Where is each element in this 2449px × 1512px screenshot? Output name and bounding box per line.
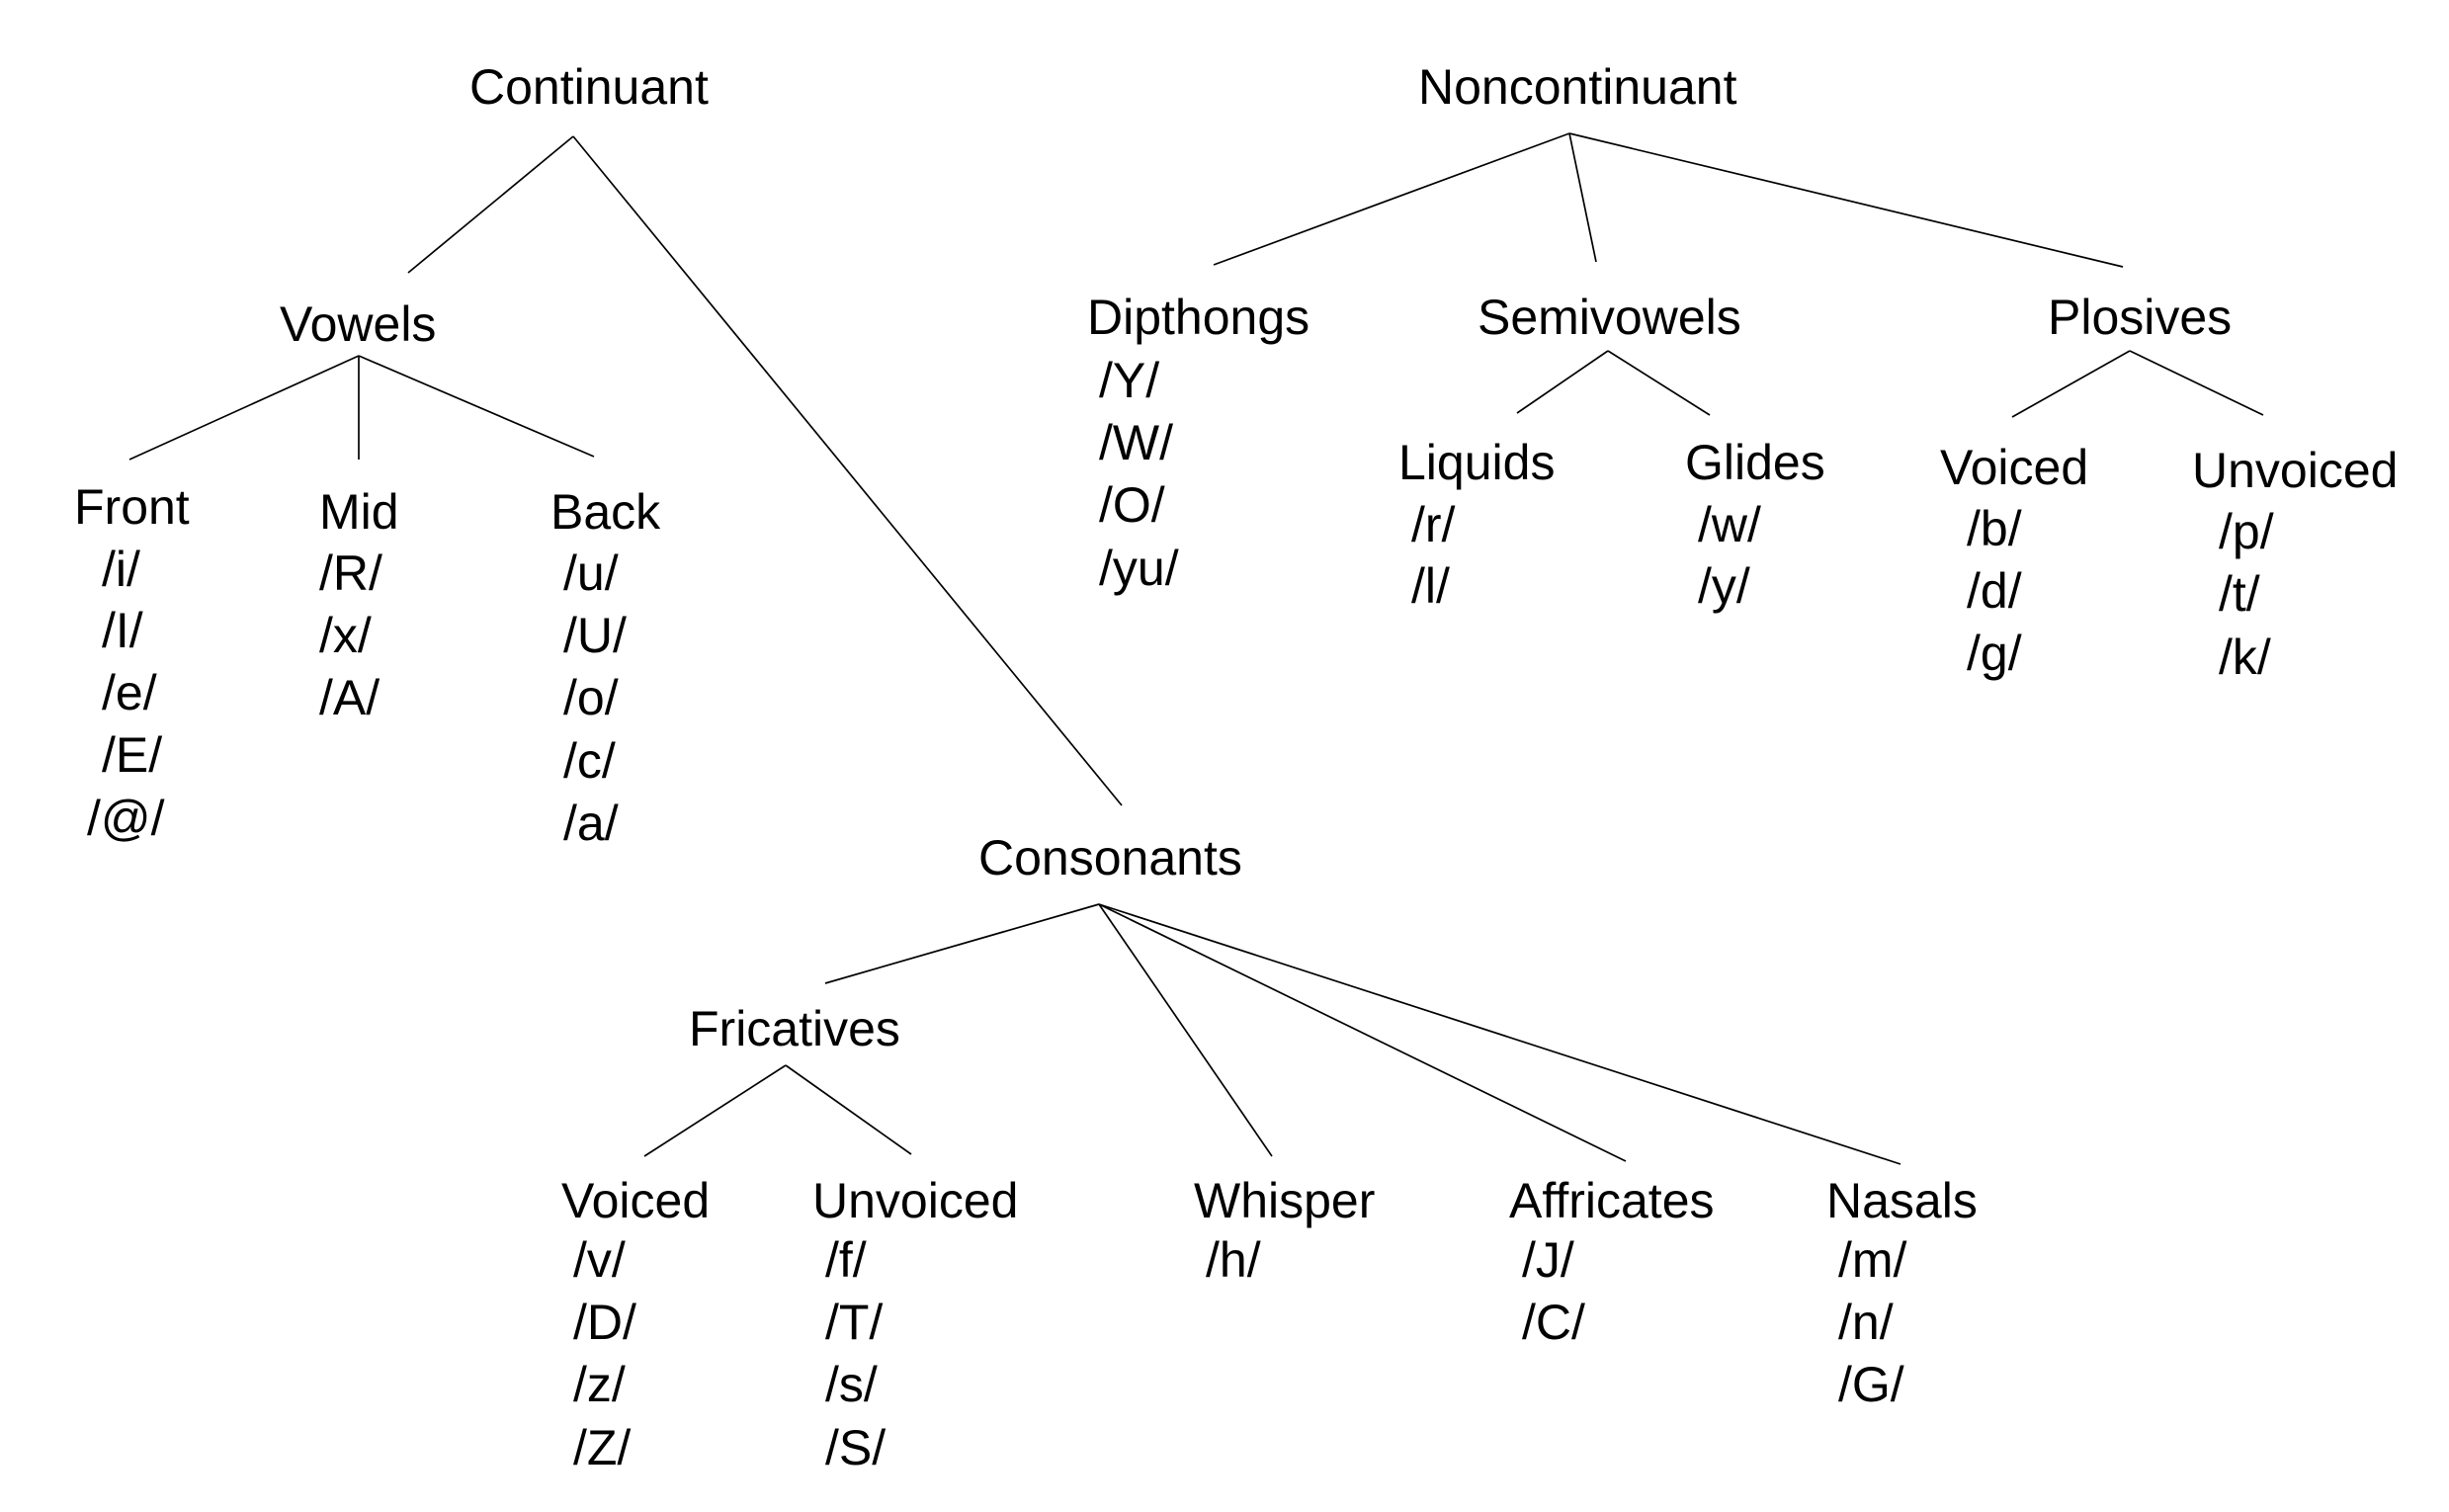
phoneme: /A/ [319, 670, 380, 725]
phoneme: /r/ [1411, 497, 1456, 552]
node-fricatives-voiced: Voiced [561, 1173, 710, 1228]
edge-consonants-whisper [1098, 903, 1273, 1157]
phoneme: /v/ [573, 1232, 626, 1288]
edge-vowels-front [128, 355, 360, 461]
phoneme: /a/ [563, 796, 619, 851]
phoneme: /J/ [1522, 1232, 1574, 1288]
node-liquids: Liquids [1398, 435, 1555, 490]
tree-nodes: Continuant Noncontinuant Vowels Front Mi… [74, 59, 2398, 1228]
edge-fricatives-unvoiced [785, 1064, 912, 1155]
edge-consonants-nasals [1098, 903, 1901, 1165]
edge-continuant-vowels [407, 135, 574, 274]
node-back: Back [550, 484, 661, 540]
phoneme: /p/ [2219, 504, 2274, 559]
edge-consonants-affricates [1098, 903, 1627, 1162]
node-noncontinuant: Noncontinuant [1418, 59, 1737, 115]
edge-vowels-back [358, 355, 595, 458]
edge-semivowels-glides [1607, 350, 1711, 416]
phoneme: /o/ [563, 670, 619, 725]
phoneme: /U/ [563, 608, 627, 663]
phoneme: /S/ [825, 1420, 886, 1475]
phoneme: /x/ [319, 608, 372, 663]
phoneme: /T/ [825, 1295, 883, 1350]
phoneme: /b/ [1967, 501, 2022, 556]
edge-noncontinuant-semivowels [1568, 132, 1597, 263]
node-mid: Mid [319, 484, 399, 540]
phoneme: /W/ [1099, 415, 1173, 470]
edge-consonants-fricatives [824, 903, 1100, 984]
phoneme: /R/ [319, 546, 382, 601]
phoneme: /z/ [573, 1357, 626, 1412]
edge-plosives-voiced [2011, 350, 2131, 418]
edge-noncontinuant-dipthongs [1213, 132, 1570, 266]
edge-continuant-consonants [572, 135, 1123, 806]
node-affricates: Affricates [1509, 1173, 1715, 1228]
phoneme: /e/ [102, 665, 157, 720]
phoneme: /C/ [1522, 1295, 1585, 1350]
node-front: Front [74, 479, 190, 535]
node-nasals: Nasals [1826, 1173, 1978, 1228]
node-plosives: Plosives [2048, 290, 2232, 345]
node-consonants: Consonants [978, 830, 1242, 885]
phoneme: /i/ [102, 542, 140, 597]
node-fricatives-unvoiced: Unvoiced [812, 1173, 1018, 1228]
phoneme: /D/ [573, 1295, 636, 1350]
phoneme: /k/ [2219, 630, 2271, 685]
phoneme: /h/ [1206, 1232, 1261, 1288]
phoneme: /O/ [1099, 477, 1165, 533]
node-vowels: Vowels [280, 296, 436, 352]
edge-fricatives-voiced [643, 1064, 787, 1157]
phoneme: /E/ [102, 727, 162, 783]
phoneme-lists: /i/ /I/ /e/ /E/ /@/ /R/ /x/ /A/ /u/ /U/ … [87, 353, 2274, 1475]
node-continuant: Continuant [469, 59, 709, 115]
phoneme: /w/ [1698, 497, 1761, 552]
phoneme: /y/ [1698, 558, 1750, 614]
tree-edges [128, 132, 2264, 1165]
edge-noncontinuant-plosives [1568, 132, 2124, 268]
phoneme: /Z/ [573, 1420, 631, 1475]
phoneme: /g/ [1967, 626, 2022, 681]
phoneme: /I/ [102, 603, 143, 658]
phoneme: /s/ [825, 1357, 878, 1412]
phoneme: /d/ [1967, 563, 2022, 619]
phoneme: /yu/ [1099, 541, 1179, 596]
edge-semivowels-liquids [1516, 350, 1609, 414]
edge-plosives-unvoiced [2129, 350, 2264, 416]
node-semivowels: Semivowels [1478, 290, 1741, 345]
node-dipthongs: Dipthongs [1087, 290, 1309, 345]
phoneme: /@/ [87, 791, 165, 846]
node-glides: Glides [1685, 435, 1825, 490]
phoneme: /n/ [1838, 1295, 1894, 1350]
phoneme: /G/ [1838, 1357, 1904, 1412]
phoneme: /l/ [1411, 558, 1450, 614]
node-fricatives: Fricatives [689, 1001, 900, 1056]
phoneme: /u/ [563, 546, 619, 601]
phoneme: /c/ [563, 733, 616, 789]
phoneme: /t/ [2219, 566, 2260, 622]
phoneme: /Y/ [1099, 353, 1159, 408]
phoneme: /m/ [1838, 1232, 1907, 1288]
node-plosives-voiced: Voiced [1940, 440, 2088, 495]
node-whisper: Whisper [1194, 1173, 1375, 1228]
phoneme: /f/ [825, 1232, 867, 1288]
node-plosives-unvoiced: Unvoiced [2192, 443, 2398, 498]
